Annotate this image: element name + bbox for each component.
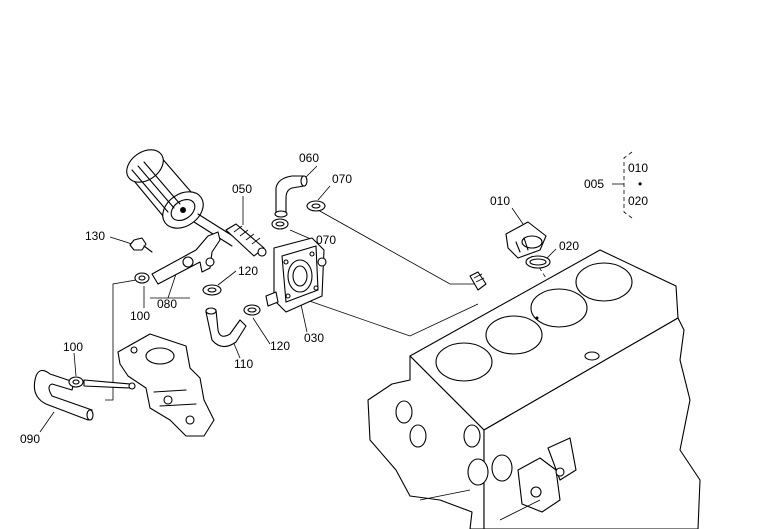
hose-clamp-middle: [271, 218, 289, 230]
callout-005: 005: [584, 177, 604, 191]
legend-bracket: [612, 151, 633, 219]
cylinder-bore-1: [435, 342, 493, 382]
legend-020: 020: [628, 194, 648, 208]
threaded-connector: [225, 223, 267, 257]
callout-labels: 060 070 050 070 130 120 080 100 030 120 …: [20, 151, 648, 446]
callout-030: 030: [304, 331, 324, 345]
mounting-housing: [117, 333, 215, 437]
callout-120-upper: 120: [238, 264, 258, 278]
callout-100-left: 100: [130, 309, 150, 323]
cylinder-bore-2: [485, 315, 543, 355]
oil-filter: [126, 149, 237, 247]
lower-hose: [33, 369, 94, 421]
elbow-hose: [274, 175, 308, 218]
curved-hose: [205, 307, 247, 348]
hose-clamp-lower: [68, 376, 136, 390]
cylinder-bore-4: [575, 262, 633, 302]
filler-cap: [505, 221, 547, 259]
o-ring: [525, 255, 551, 269]
callout-090: 090: [20, 432, 40, 446]
callout-100-lower: 100: [63, 340, 83, 354]
callout-130: 130: [85, 229, 105, 243]
callout-070-middle: 070: [316, 233, 336, 247]
callout-120-lower: 120: [270, 339, 290, 353]
pipe-assembly: [151, 231, 221, 285]
callout-050: 050: [232, 182, 252, 196]
hose-clamp-120-lower: [243, 304, 261, 316]
callout-020: 020: [559, 239, 579, 253]
hose-clamp-top: [306, 200, 326, 212]
cylinder-bore-3: [530, 288, 588, 328]
hose-clamp-left: [134, 272, 150, 284]
legend-010: 010: [628, 161, 648, 175]
legend-separator-dot: •: [638, 177, 642, 191]
block-fitting: [469, 271, 487, 291]
callout-110: 110: [234, 357, 253, 371]
callout-080: 080: [157, 297, 177, 311]
banjo-bolt: [129, 237, 153, 253]
oil-cooler: [265, 237, 327, 313]
callout-060: 060: [299, 151, 319, 165]
callout-010: 010: [490, 194, 510, 208]
leader-lines: [39, 165, 557, 433]
callout-070-top: 070: [332, 172, 352, 186]
hose-clamp-120-upper: [202, 284, 222, 296]
engine-block: [367, 249, 701, 529]
